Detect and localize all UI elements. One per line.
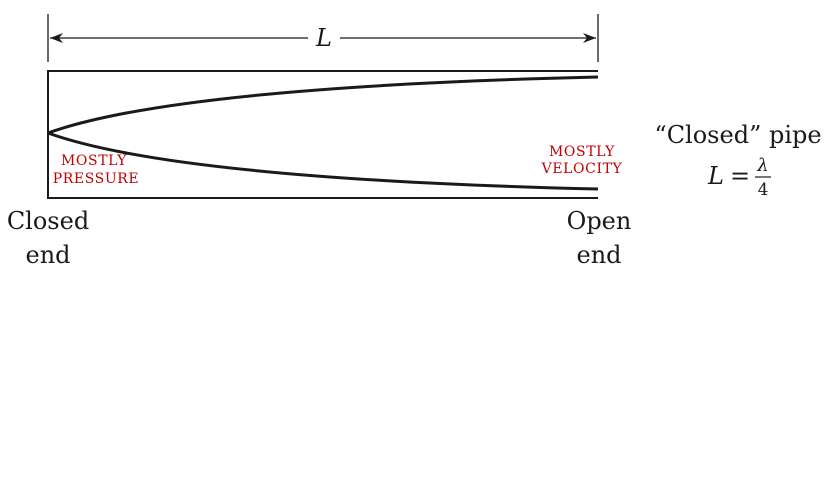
dimension-indicator: L — [47, 14, 599, 62]
caption-title: “Closed” pipe — [654, 121, 821, 149]
pressure-region-label-line1: MOSTLY — [61, 153, 127, 169]
equation-numerator: λ — [756, 155, 768, 176]
arrow-right-icon — [583, 33, 596, 43]
open-end-label-line2: end — [576, 241, 621, 269]
equation-denominator: 4 — [758, 180, 769, 200]
velocity-region-label-line2: VELOCITY — [541, 161, 623, 177]
wave-envelope-lower — [47, 131, 599, 191]
open-end-label-line1: Open — [567, 207, 632, 235]
pressure-region-label-line2: PRESSURE — [53, 171, 139, 187]
closed-end-label-line2: end — [25, 241, 70, 269]
wave-envelope-upper — [47, 75, 599, 135]
equation-lhs: L — [707, 162, 724, 190]
pipe — [47, 70, 599, 199]
velocity-region-label-line1: MOSTLY — [549, 144, 615, 160]
length-symbol: L — [315, 24, 332, 52]
arrow-left-icon — [50, 33, 63, 43]
equation-equals: = — [730, 162, 750, 190]
closed-end-label-line1: Closed — [7, 207, 89, 235]
pipe-caption: “Closed” pipe L = λ 4 — [654, 121, 821, 200]
